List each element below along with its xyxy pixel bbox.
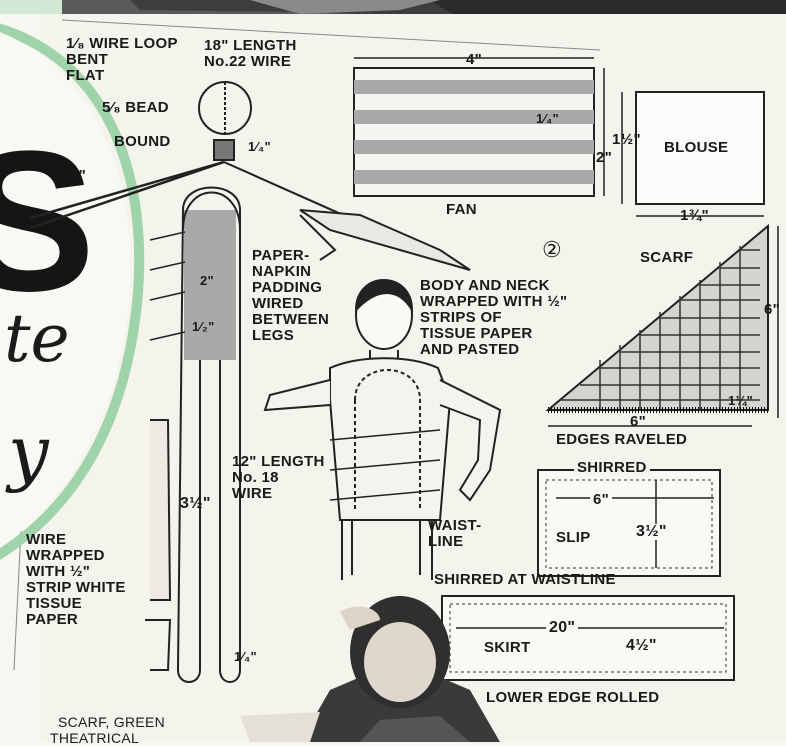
edges-raveled-label: EDGES RAVELED [556, 432, 687, 448]
bound-label: BOUND [114, 134, 171, 150]
step-number-label: ② [542, 242, 562, 258]
slip-shirred-label: SHIRRED [574, 460, 650, 476]
logo-word-fragment: te [4, 300, 70, 377]
twelve-length-label: 12" LENGTH No. 18 WIRE [232, 454, 325, 502]
body-neck-label: BODY AND NECK WRAPPED WITH ½" STRIPS OF … [420, 278, 567, 358]
bottom-dim-label: 1⁄₄" [234, 650, 257, 664]
scarf-fringe-label: 1¼" [728, 394, 753, 408]
half-inch-label: 1⁄₂" [192, 320, 215, 334]
skirt-shirred-label: SHIRRED AT WAISTLINE [434, 572, 616, 588]
skirt-label: SKIRT [484, 640, 531, 656]
wire-wrapped-label: WIRE WRAPPED WITH ½" STRIP WHITE TISSUE … [26, 532, 126, 628]
slip-box [538, 470, 720, 576]
fan-height-label: 2" [596, 150, 612, 166]
blouse-width-label: 1¾" [680, 208, 709, 224]
caption-line-1: SCARF, GREEN [58, 714, 165, 730]
slip-label: SLIP [556, 530, 591, 546]
blouse-height-label: 1½" [612, 132, 641, 148]
two-inch-label: 2" [200, 274, 214, 288]
fan-drawing [354, 58, 604, 196]
waistline-label: WAIST- LINE [428, 518, 481, 550]
slip-height-label: 3½" [636, 524, 667, 540]
lower-edge-label: LOWER EDGE ROLLED [486, 690, 659, 706]
wire-length-label: 18" LENGTH No.22 WIRE [204, 38, 297, 70]
bead-label: 5⁄₈ BEAD [102, 100, 169, 116]
logo-swash-glyph: y [8, 410, 49, 494]
skirt-box [442, 596, 734, 680]
slip-width-label: 6" [590, 492, 612, 508]
fan-width-label: 4" [466, 52, 482, 68]
skirt-width-label: 20" [546, 620, 578, 636]
scarf-height-label: 6" [764, 302, 780, 318]
quarter-dim-label: 1⁄₄" [248, 140, 271, 154]
scarf-label: SCARF [640, 250, 693, 266]
fan-stripe-label: 1⁄₄" [536, 112, 559, 126]
blouse-label: BLOUSE [664, 140, 728, 156]
skirt-height-label: 4½" [626, 638, 657, 654]
scarf-base-label: 6" [630, 414, 646, 430]
wire-loop-label: 1⁄₈ WIRE LOOP BENT FLAT [66, 36, 178, 84]
caption-line-2: THEATRICAL [50, 730, 139, 746]
paper-napkin-label: PAPER- NAPKIN PADDING WIRED BETWEEN LEGS [252, 248, 329, 344]
three-half-label: 3½" [180, 496, 211, 512]
three-inch-label: 3" [70, 168, 86, 184]
fan-label: FAN [446, 202, 477, 218]
